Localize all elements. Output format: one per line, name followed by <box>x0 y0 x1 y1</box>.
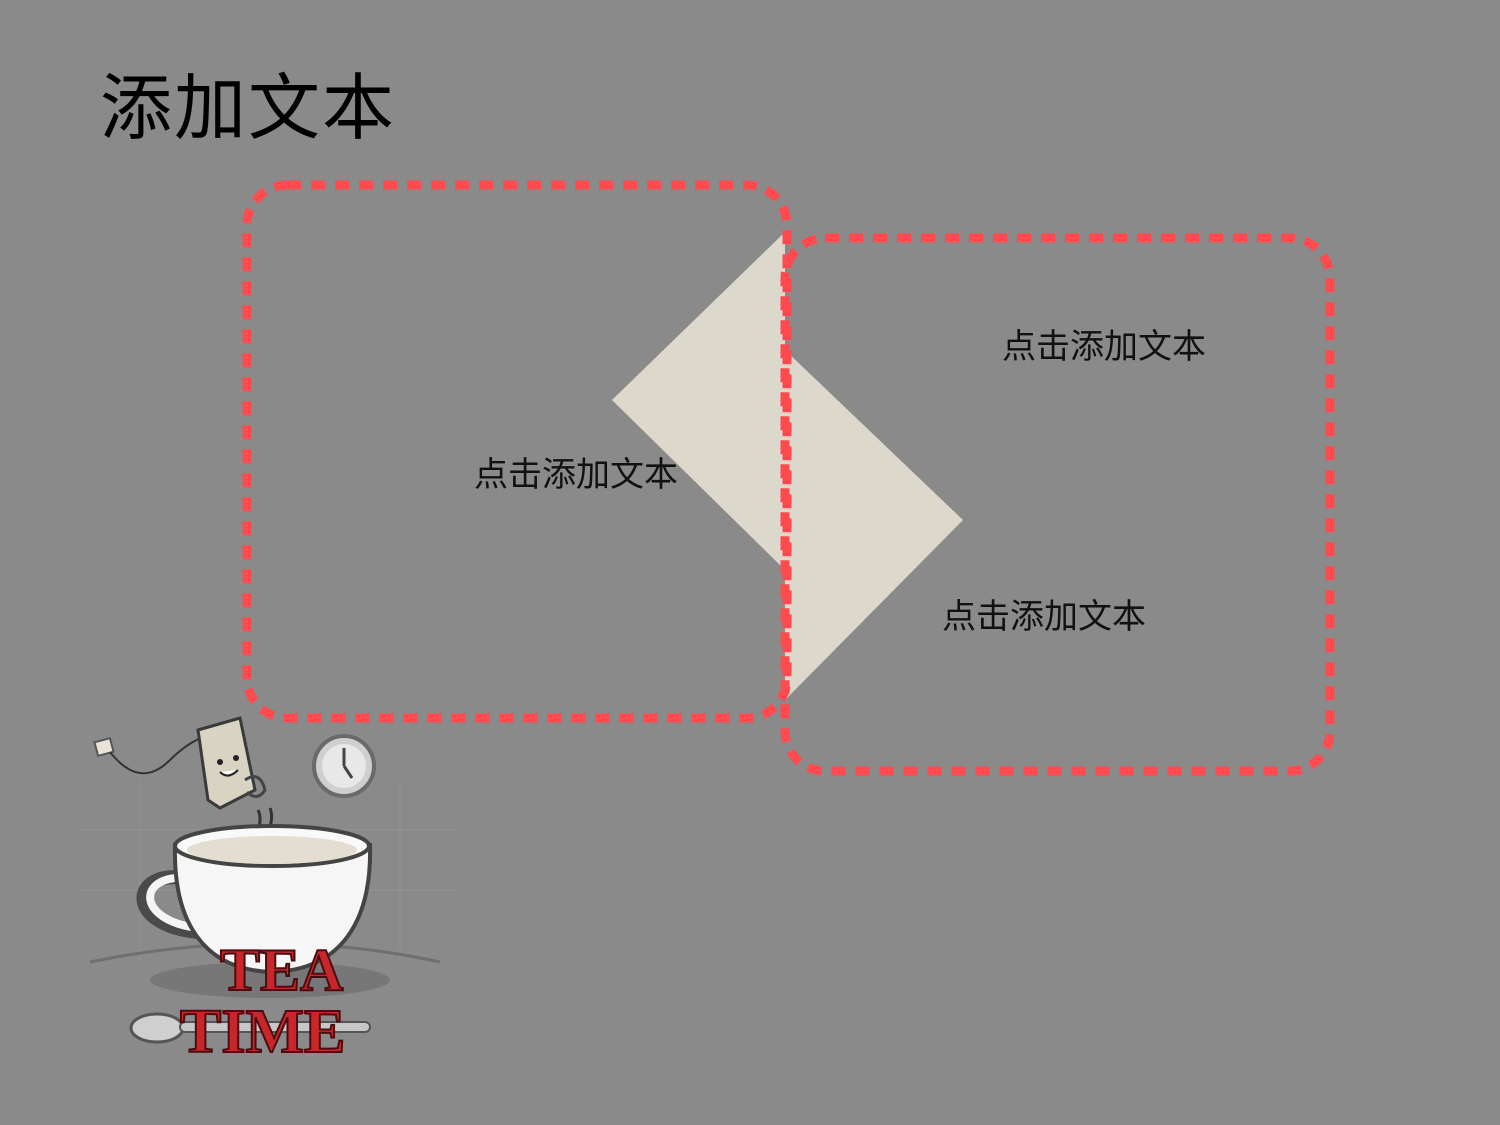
tea-bag-string <box>93 734 211 775</box>
clock-icon <box>312 734 376 798</box>
tea-time-logo: TEA TIME <box>179 936 346 1067</box>
slide-title[interactable]: 添加文本 <box>100 66 397 150</box>
text-placeholder-right-bottom[interactable]: 点击添加文本 <box>942 597 1146 637</box>
tea-bag-character <box>196 716 274 835</box>
text-placeholder-right-top[interactable]: 点击添加文本 <box>1002 327 1206 367</box>
diamond-shape-right[interactable] <box>785 350 963 700</box>
logo-line-1: TEA <box>220 937 343 1003</box>
tea-time-illustration: TEA TIME <box>80 716 460 1067</box>
tea-cup <box>172 824 373 975</box>
spoon-icon <box>129 1012 371 1044</box>
dashed-box-right[interactable] <box>780 233 1335 776</box>
diamond-shape[interactable] <box>612 232 785 570</box>
logo-line-2: TIME <box>180 998 345 1066</box>
cup-shadow <box>150 962 390 998</box>
text-placeholder-left[interactable]: 点击添加文本 <box>474 455 678 495</box>
